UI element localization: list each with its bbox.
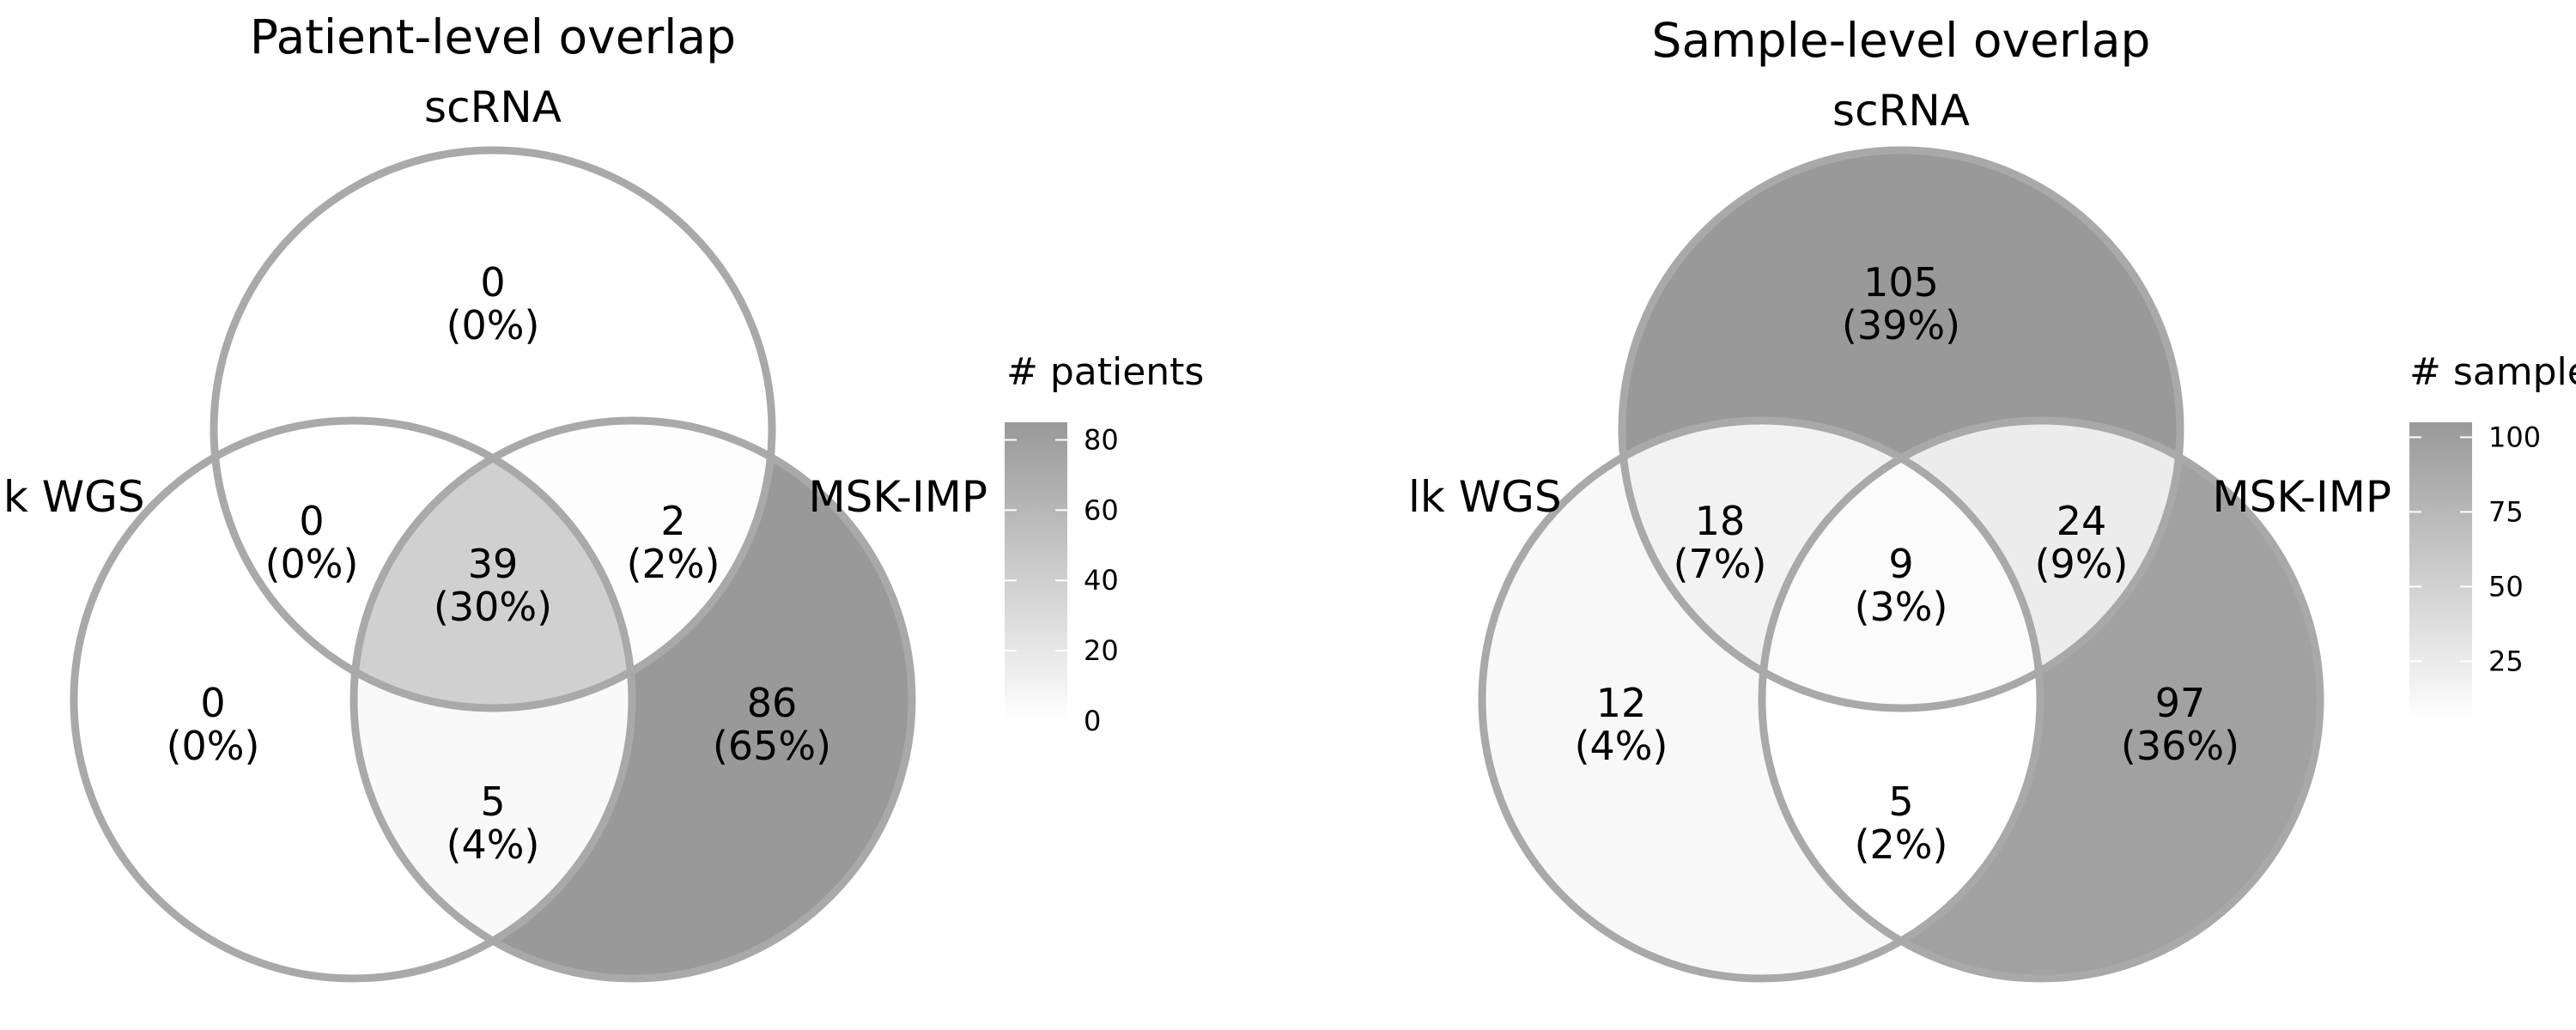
legend-title: # patients (1006, 350, 1204, 394)
set-circle-outline (1758, 416, 2324, 983)
legend: # sample 25 50 75 100 (2409, 350, 2576, 721)
region-percent: (30%) (434, 584, 552, 630)
legend-tick-label: 100 (2488, 421, 2541, 453)
set-label: MSK-IMP (2213, 472, 2392, 522)
set-circle-outline (1618, 146, 2184, 712)
region-percent: (7%) (1674, 541, 1767, 587)
legend: # patients 0 20 40 60 80 (1005, 350, 1204, 737)
legend-tick-label: 0 (1084, 705, 1101, 737)
region-percent: (2%) (627, 541, 720, 587)
region-count: 86 (747, 680, 798, 726)
legend-tick-label: 75 (2488, 495, 2524, 528)
region-percent: (4%) (1575, 723, 1668, 769)
set-label: lk WGS (1408, 472, 1562, 522)
region-count: 12 (1596, 680, 1647, 726)
set-label: MSK-IMP (809, 472, 988, 522)
legend-tick-label: 40 (1084, 564, 1119, 597)
region-percent: (36%) (2121, 723, 2239, 769)
region-percent: (0%) (167, 723, 260, 769)
legend-tick-label: 50 (2488, 570, 2524, 603)
region-percent: (0%) (447, 302, 540, 348)
region-percent: (3%) (1855, 584, 1948, 630)
region-count: 24 (2057, 498, 2107, 544)
region-percent: (39%) (1842, 302, 1960, 348)
legend-tick-label: 60 (1084, 494, 1119, 526)
region-percent: (2%) (1855, 821, 1948, 868)
legend-colorbar (1005, 422, 1067, 721)
legend-tick-label: 20 (1084, 634, 1119, 667)
set-circle-outline (210, 146, 776, 712)
chart-title: Patient-level overlap (250, 9, 736, 64)
set-label: lk WGS (0, 472, 145, 522)
set-label: scRNA (424, 82, 562, 132)
region-count: 2 (660, 498, 685, 544)
region-count: 105 (1863, 259, 1939, 306)
region-count: 97 (2155, 680, 2206, 726)
set-circle-outline (1478, 416, 2044, 983)
region-percent: (4%) (447, 821, 540, 868)
region-percent: (0%) (265, 541, 359, 587)
region-count: 0 (480, 259, 505, 306)
region-count: 5 (480, 779, 505, 825)
legend-tick-label: 80 (1084, 423, 1119, 456)
region-count: 0 (299, 498, 324, 544)
region-count: 5 (1888, 779, 1913, 825)
set-label: scRNA (1832, 86, 1970, 136)
set-circle-outline (349, 416, 916, 983)
region-count: 0 (200, 680, 225, 726)
chart-title: Sample-level overlap (1652, 13, 2151, 68)
region-percent: (65%) (713, 723, 831, 769)
legend-title: # sample (2409, 350, 2576, 394)
region-count: 39 (468, 541, 519, 587)
set-circle-outline (70, 416, 636, 983)
legend-colorbar (2409, 422, 2472, 721)
region-count: 9 (1888, 541, 1913, 587)
region-percent: (9%) (2035, 541, 2129, 587)
region-count: 18 (1695, 498, 1746, 544)
legend-tick-label: 25 (2488, 645, 2524, 677)
